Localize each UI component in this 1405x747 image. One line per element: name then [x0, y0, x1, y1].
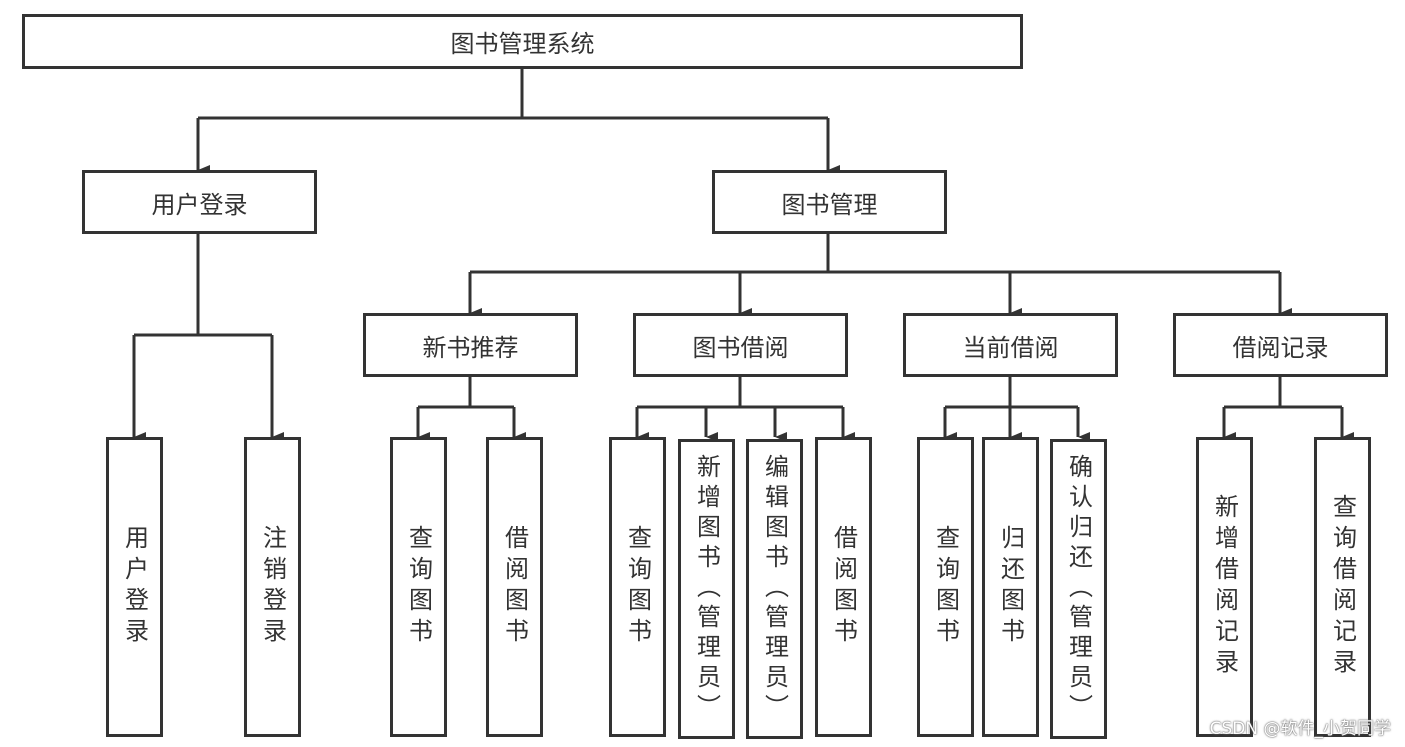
leaf-label: 新增借阅记录 — [1210, 494, 1239, 680]
leaf-label: 查询图书 — [931, 525, 960, 649]
node-book-borrow: 图书借阅 — [633, 313, 848, 377]
leaf-label: 查询图书 — [404, 525, 433, 649]
leaf-label: 用户登录 — [120, 525, 149, 649]
leaf-node: 注销登录 — [244, 437, 301, 737]
leaf-label: 编辑图书（管理员） — [760, 454, 789, 724]
leaf-label: 借阅图书 — [829, 525, 858, 649]
watermark: CSDN @软件_小贺同学 — [1209, 719, 1391, 739]
leaf-node: 新增借阅记录 — [1196, 437, 1253, 737]
leaf-node: 借阅图书 — [486, 437, 543, 737]
node-user-login: 用户登录 — [82, 170, 317, 234]
leaf-node: 编辑图书（管理员） — [746, 439, 803, 739]
leaf-node: 查询图书 — [917, 437, 974, 737]
node-current-borrow: 当前借阅 — [903, 313, 1118, 377]
leaf-label: 查询图书 — [623, 525, 652, 649]
leaf-node: 用户登录 — [106, 437, 163, 737]
root-node: 图书管理系统 — [22, 14, 1023, 69]
leaf-label: 注销登录 — [258, 525, 287, 649]
leaf-node: 确认归还（管理员） — [1050, 439, 1107, 739]
node-book-management: 图书管理 — [712, 170, 947, 234]
leaf-node: 查询图书 — [609, 437, 666, 737]
leaf-node: 归还图书 — [982, 437, 1039, 737]
leaf-label: 归还图书 — [996, 525, 1025, 649]
leaf-label: 确认归还（管理员） — [1064, 454, 1093, 724]
node-borrow-records: 借阅记录 — [1173, 313, 1388, 377]
node-label: 用户登录 — [151, 190, 248, 219]
leaf-node: 新增图书（管理员） — [678, 439, 735, 739]
leaf-node: 查询图书 — [390, 437, 447, 737]
node-label: 新书推荐 — [422, 333, 519, 362]
leaf-label: 借阅图书 — [500, 525, 529, 649]
node-label: 图书管理 — [781, 190, 878, 219]
leaf-node: 借阅图书 — [815, 437, 872, 737]
node-new-books: 新书推荐 — [363, 313, 578, 377]
node-label: 当前借阅 — [962, 333, 1059, 362]
node-label: 图书借阅 — [692, 333, 789, 362]
leaf-node: 查询借阅记录 — [1314, 437, 1371, 737]
root-label: 图书管理系统 — [450, 30, 595, 58]
leaf-label: 新增图书（管理员） — [692, 454, 721, 724]
leaf-label: 查询借阅记录 — [1328, 494, 1357, 680]
node-label: 借阅记录 — [1232, 333, 1329, 362]
